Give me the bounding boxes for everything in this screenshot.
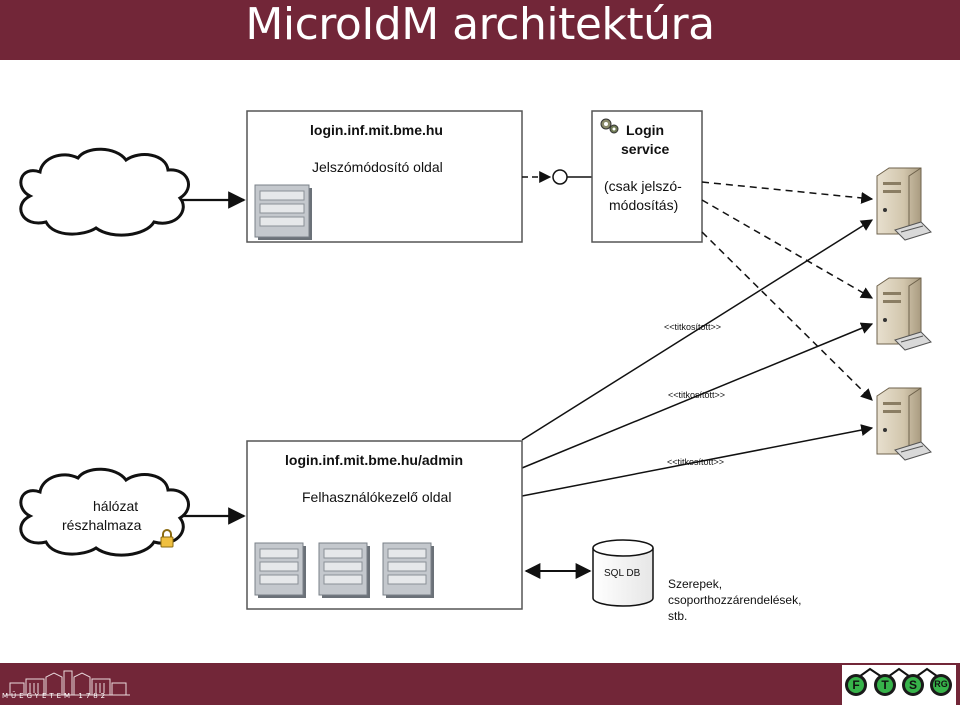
server-2 — [876, 277, 932, 351]
encrypted-label-3: <<titkosított>> — [667, 457, 725, 467]
solid-to-server-2 — [521, 322, 874, 469]
solid-to-server-1 — [521, 219, 874, 441]
ftsrg-logo: F T S RG — [842, 665, 956, 705]
top-box-host: login.inf.mit.bme.hu — [310, 122, 443, 138]
encrypted-label-1: <<titkosított>> — [664, 322, 722, 332]
cloud-bottom — [19, 467, 190, 557]
architecture-diagram: login.inf.mit.bme.hu Jelszómódosító olda… — [0, 60, 960, 663]
diagram-canvas — [19, 110, 932, 610]
cloud-label-1: hálózat — [93, 498, 139, 514]
ftsrg-letter-t: T — [881, 678, 889, 692]
dashed-to-server-2 — [701, 199, 874, 299]
gears-icon — [600, 118, 619, 134]
dashed-to-server-3 — [701, 231, 873, 401]
sql-note-1: Szerepek, — [668, 577, 723, 591]
footer-bar: MŰEGYETEM 1782 — [0, 663, 960, 705]
slide-title: MicroIdM architektúra — [245, 0, 715, 50]
cloud-top — [19, 147, 190, 237]
login-service-box — [591, 110, 703, 243]
page-icon — [382, 542, 434, 598]
sql-db-label: SQL DB — [604, 568, 641, 579]
university-building-logo — [6, 670, 130, 696]
dashed-to-server-1 — [701, 181, 874, 204]
server-3 — [876, 387, 932, 461]
login-service-title-2: service — [621, 141, 670, 157]
sql-note-3: stb. — [668, 609, 688, 623]
ftsrg-logo-graphic — [845, 667, 952, 696]
login-service-title-1: Login — [626, 122, 665, 138]
ftsrg-letter-rg: RG — [934, 679, 948, 689]
cloud-label-2: részhalmaza — [62, 517, 142, 533]
encrypted-label-2: <<titkosított>> — [668, 390, 726, 400]
server-1 — [876, 167, 932, 241]
ftsrg-letter-f: F — [852, 678, 860, 692]
sql-note-2: csoporthozzárendelések, — [668, 593, 802, 607]
database-icon — [592, 539, 654, 607]
lock-icon — [160, 529, 174, 548]
ftsrg-letter-s: S — [908, 678, 917, 692]
page-icon — [254, 542, 306, 598]
solid-to-server-3 — [521, 424, 874, 497]
footer-logo-text: MŰEGYETEM 1782 — [2, 692, 109, 700]
page-icon — [254, 184, 312, 240]
page-icon — [318, 542, 370, 598]
admin-box-subtitle: Felhasználókezelő oldal — [302, 489, 452, 505]
admin-box-host: login.inf.mit.bme.hu/admin — [285, 452, 464, 468]
login-service-note-2: módosítás) — [609, 197, 679, 213]
interface-circle — [552, 169, 568, 185]
login-service-note-1: (csak jelszó- — [604, 178, 682, 194]
top-box-subtitle: Jelszómódosító oldal — [312, 159, 443, 175]
title-bar: MicroIdM architektúra — [0, 0, 960, 60]
